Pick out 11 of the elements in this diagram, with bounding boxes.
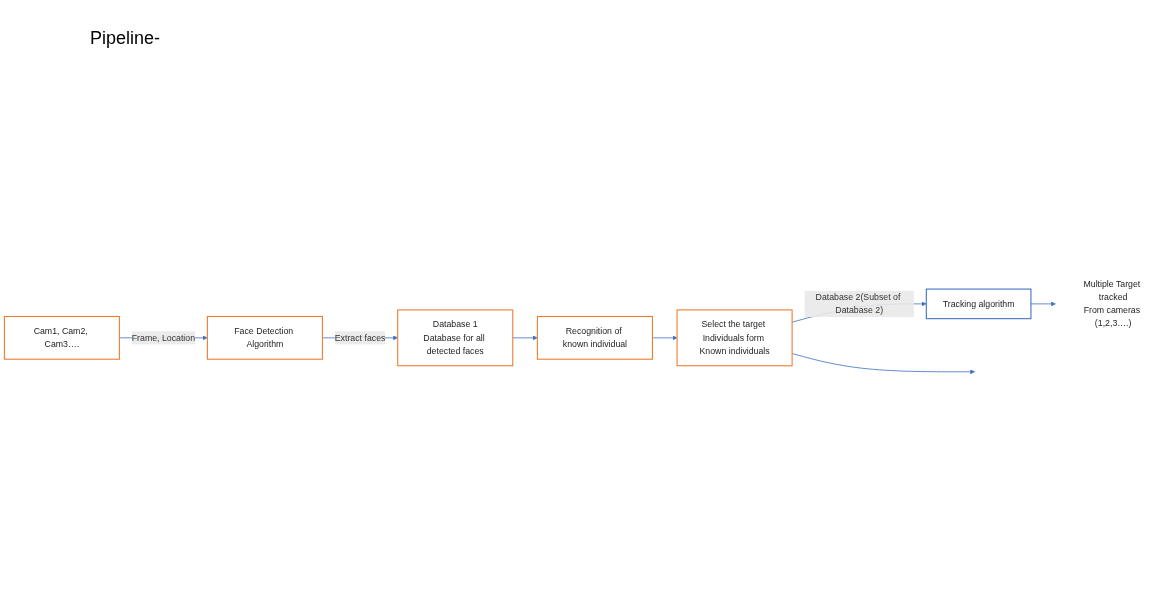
- node-box: Select the target Individuals form Known individuals: [676, 309, 793, 367]
- edge-label: Frame, Location: [131, 332, 196, 343]
- node-text: Multiple Target tracked From cameras (1,2,3….): [1083, 279, 1141, 328]
- node-box: Cam1, Cam2, Cam3….: [3, 315, 120, 360]
- edge-label: Database 2(Subset of Database 2): [815, 292, 901, 315]
- edge-label: Extract faces: [334, 332, 386, 343]
- node-box: Tracking algorithm: [925, 288, 1032, 320]
- node-box: Recognition of known individual: [536, 315, 653, 360]
- node-box: Database 1 Database for all detected faces: [397, 309, 514, 367]
- diagram-title: Pipeline-: [90, 28, 161, 49]
- node-box: Face Detection Algorithm: [206, 315, 323, 360]
